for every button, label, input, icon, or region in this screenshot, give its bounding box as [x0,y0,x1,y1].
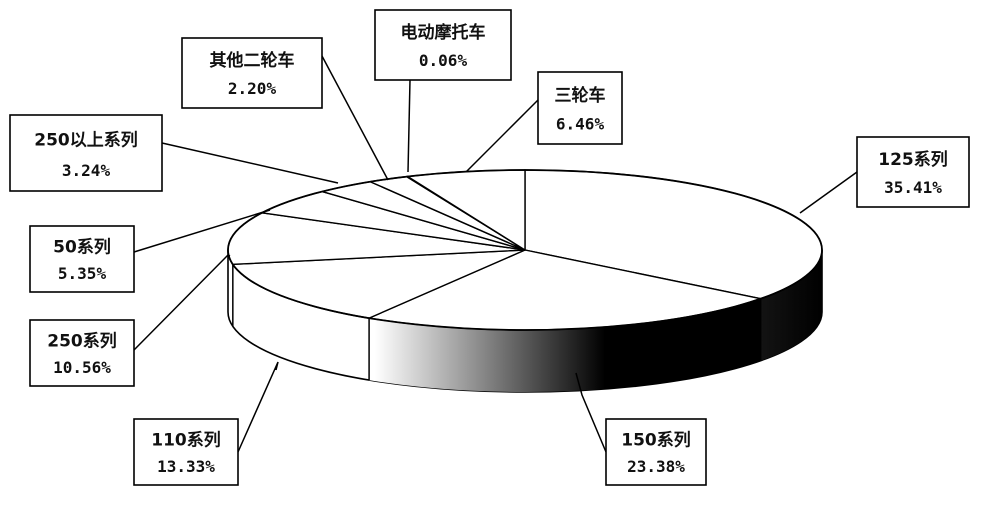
callout-7: 电动摩托车 0.06% [374,9,512,173]
slice-percentage: 6.46% [556,115,605,134]
callout-3: 250系列 10.56% [29,254,231,387]
slice-percentage: 0.06% [419,51,468,70]
pie-edge-layer [227,169,823,331]
slice-label: 125系列 [878,149,948,170]
slice-label: 250以上系列 [34,129,138,150]
slice-percentage: 3.24% [62,161,111,180]
pie-side-shade-1 [369,298,761,392]
slice-percentage: 35.41% [884,178,942,197]
pie-top-layer [227,169,823,331]
slice-percentage: 23.38% [627,457,685,476]
callout-box [605,418,707,486]
callout-box [9,114,163,192]
slice-label: 三轮车 [555,85,606,106]
callout-1: 150系列 23.38% [575,372,707,486]
slice-label: 250系列 [47,330,117,351]
callout-leader-line [161,142,339,184]
slice-percentage: 5.35% [58,264,107,283]
callout-leader-line [465,99,539,173]
callout-leader-line [133,254,231,351]
slice-label: 电动摩托车 [401,22,486,43]
callout-box [181,37,323,109]
callout-box [537,71,623,145]
callout-layer: 125系列 35.41% 150系列 23.38% 110系列 13.33% 250系列 10… [9,9,970,486]
callout-box [29,225,135,293]
callout-box [856,136,970,208]
slice-label: 其他二轮车 [210,50,295,71]
callout-5: 250以上系列 3.24% [9,114,339,192]
callout-6: 其他二轮车 2.20% [181,37,389,181]
callout-leader-line [799,171,858,214]
slice-percentage: 13.33% [157,457,215,476]
callout-box [374,9,512,81]
callout-leader-line [321,55,389,181]
callout-leader-line [133,209,271,253]
callout-leader-line [575,372,607,453]
callout-box [29,319,135,387]
slice-label: 110系列 [151,429,221,450]
callout-leader-line [237,361,279,453]
slice-label: 150系列 [621,429,691,450]
pie-top-outline [227,169,823,331]
slice-label: 50系列 [53,236,111,257]
callout-8: 三轮车 6.46% [465,71,623,173]
callout-4: 50系列 5.35% [29,209,271,293]
callout-0: 125系列 35.41% [799,136,970,214]
callout-2: 110系列 13.33% [133,361,279,486]
slice-percentage: 2.20% [228,79,277,98]
pie-side-shade-0 [760,250,822,361]
callout-leader-line [407,79,411,173]
callout-box [133,418,239,486]
pie-side-layer [227,249,823,393]
slice-percentage: 10.56% [53,358,111,377]
